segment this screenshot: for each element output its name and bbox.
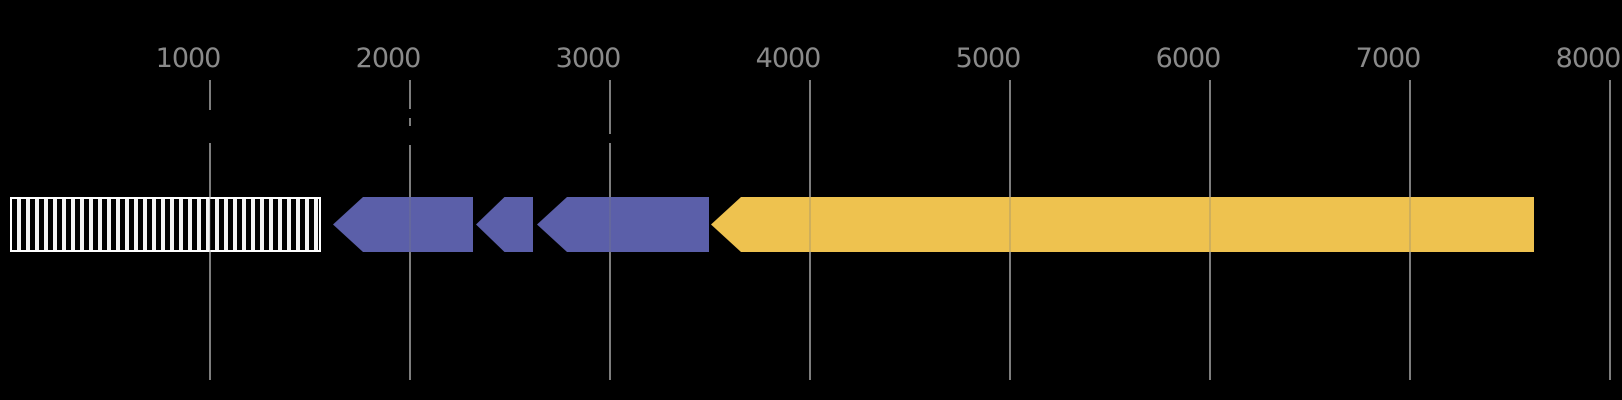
- axis-gridline-1000: [209, 80, 211, 380]
- axis-gridline-6000: [1209, 80, 1211, 380]
- axis-tick-label: 7000: [1355, 43, 1422, 74]
- axis-tick-label: 3000: [555, 43, 622, 74]
- axis-gridline-4000: [809, 80, 811, 380]
- axis-gridline-5000: [1009, 80, 1011, 380]
- axis-gridline-7000: [1409, 80, 1411, 380]
- axis-tick-label: 6000: [1155, 43, 1222, 74]
- striped-box-feature: [10, 197, 321, 252]
- gene-arrow-1: [333, 197, 473, 252]
- axis-gridline-3000: [609, 80, 611, 380]
- axis-tick-label: 5000: [955, 43, 1022, 74]
- axis-tick-label: 4000: [755, 43, 822, 74]
- axis-tick-label: 2000: [355, 43, 422, 74]
- axis-gridline-8000: [1609, 80, 1611, 380]
- gene-arrow-3: [537, 197, 709, 252]
- axis-gridline-2000: [409, 80, 411, 380]
- axis-tick-label: 1000: [155, 43, 222, 74]
- axis-tick-label: 8000: [1555, 43, 1622, 74]
- gene-arrow-4: [711, 197, 1534, 252]
